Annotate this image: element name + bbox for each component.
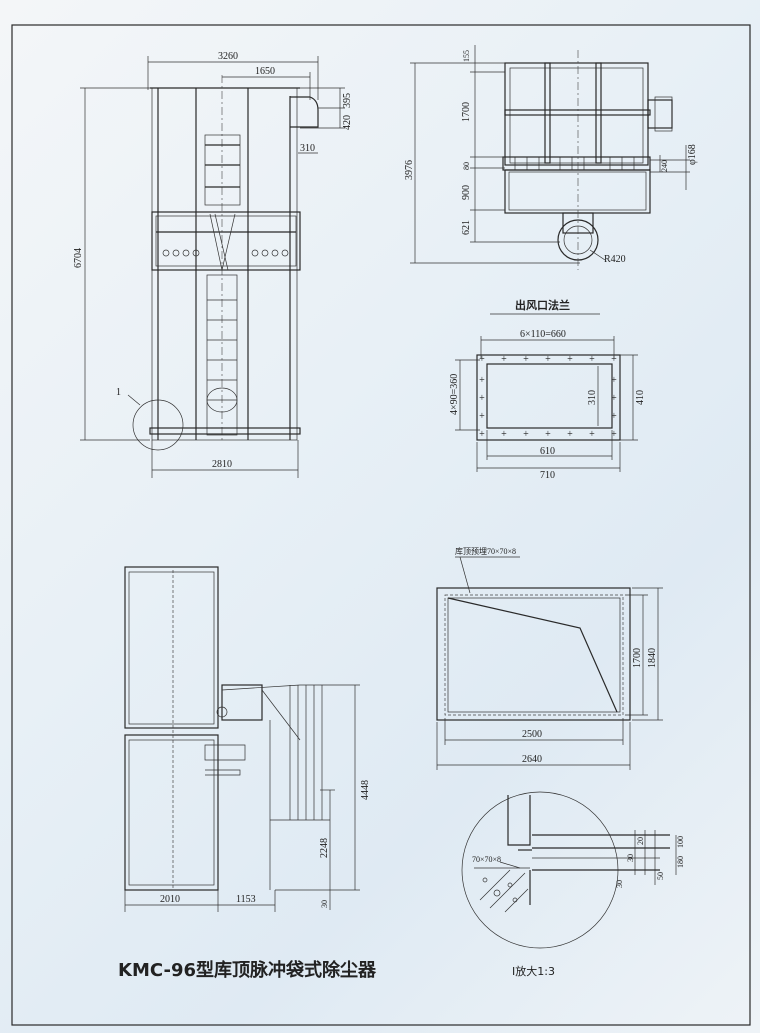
detail-dim-20: 20 (636, 837, 645, 845)
dim-1840: 1840 (647, 648, 658, 668)
svg-text:+: + (611, 375, 617, 386)
svg-text:+: + (611, 393, 617, 404)
dim-inner-h: 310 (587, 390, 598, 405)
dim-900: 900 (461, 185, 472, 200)
svg-text:+: + (567, 354, 573, 365)
dim-2500: 2500 (522, 729, 542, 740)
svg-text:+: + (567, 429, 573, 440)
svg-text:+: + (479, 375, 485, 386)
dim-1153: 1153 (236, 894, 256, 905)
dim-outer-h: 410 (635, 390, 646, 405)
svg-text:+: + (501, 354, 507, 365)
dim-2640: 2640 (522, 754, 542, 765)
dim-80: 80 (462, 162, 471, 170)
side-view: 3976 155 1700 80 900 621 R420 240 φ168 (404, 45, 698, 270)
svg-text:+: + (501, 429, 507, 440)
svg-text:+: + (479, 429, 485, 440)
detail-angle-label: 70×70×8 (472, 855, 501, 864)
dim-420: 420 (342, 115, 353, 130)
detail-dim-30: 30 (626, 854, 635, 862)
detail-dim-100: 100 (676, 836, 685, 848)
dim-3260: 3260 (218, 51, 238, 62)
dim-2248: 2248 (319, 838, 330, 858)
detail-dim-50: 50 (656, 872, 665, 880)
dim-2010: 2010 (160, 894, 180, 905)
dim-155: 155 (462, 50, 471, 62)
svg-text:+: + (523, 429, 529, 440)
dim-1700-plan: 1700 (632, 648, 643, 668)
svg-text:+: + (611, 354, 617, 365)
dim-395: 395 (342, 93, 353, 108)
dim-outer-w: 710 (540, 470, 555, 481)
detail-view: 70×70×8 20 30 50 30 100 180 (461, 791, 685, 949)
dim-240: 240 (660, 160, 669, 172)
elevation-view: 4448 2248 30 2010 1153 (124, 566, 371, 912)
dim-3976: 3976 (404, 160, 415, 180)
plan-label: 库顶预埋70×70×8 (455, 546, 516, 556)
dim-r420: R420 (604, 254, 626, 265)
dim-621: 621 (461, 220, 472, 235)
dim-phi168: φ168 (687, 144, 698, 165)
detail-marker-1: 1 (116, 387, 121, 398)
detail-scale-label: I放大1:3 (512, 964, 555, 978)
detail-dim-180: 180 (676, 856, 685, 868)
drawing-frame (11, 24, 751, 1026)
svg-text:+: + (479, 354, 485, 365)
dim-2810: 2810 (212, 459, 232, 470)
dim-1650: 1650 (255, 66, 275, 77)
svg-text:+: + (589, 429, 595, 440)
svg-text:+: + (479, 411, 485, 422)
svg-text:+: + (611, 429, 617, 440)
dim-bolt-v: 4×90=360 (449, 374, 460, 415)
drawing-title: KMC-96型库顶脉冲袋式除尘器 (118, 959, 377, 981)
dim-4448: 4448 (360, 780, 371, 800)
svg-text:+: + (545, 354, 551, 365)
svg-text:+: + (523, 354, 529, 365)
detail-dim-30b: 30 (615, 880, 624, 888)
svg-text:+: + (611, 411, 617, 422)
dim-6704: 6704 (73, 248, 84, 268)
dim-inner-w: 610 (540, 446, 555, 457)
svg-text:+: + (589, 354, 595, 365)
dim-310: 310 (300, 143, 315, 154)
flange-title: 出风口法兰 (515, 298, 570, 312)
dim-30: 30 (320, 900, 329, 908)
svg-text:+: + (545, 429, 551, 440)
dim-1700: 1700 (461, 102, 472, 122)
flange-view: 出风口法兰 + + + + + + + + + + + + + + + + + + + + 6×110=660 4… (449, 298, 646, 481)
plan-view: 库顶预埋70×70×8 1700 1840 2500 2640 (436, 546, 663, 770)
dim-bolt-h: 6×110=660 (520, 329, 566, 340)
svg-text:+: + (479, 393, 485, 404)
front-view: 1 3260 1650 395 420 310 6704 2810 (73, 51, 353, 478)
